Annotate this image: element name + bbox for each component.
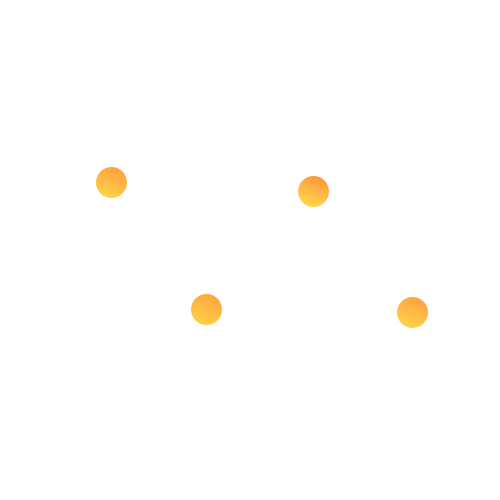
orange-dot[interactable] [298,176,329,207]
orange-dot[interactable] [397,297,428,328]
orange-dot[interactable] [96,167,127,198]
orange-dot[interactable] [191,294,222,325]
